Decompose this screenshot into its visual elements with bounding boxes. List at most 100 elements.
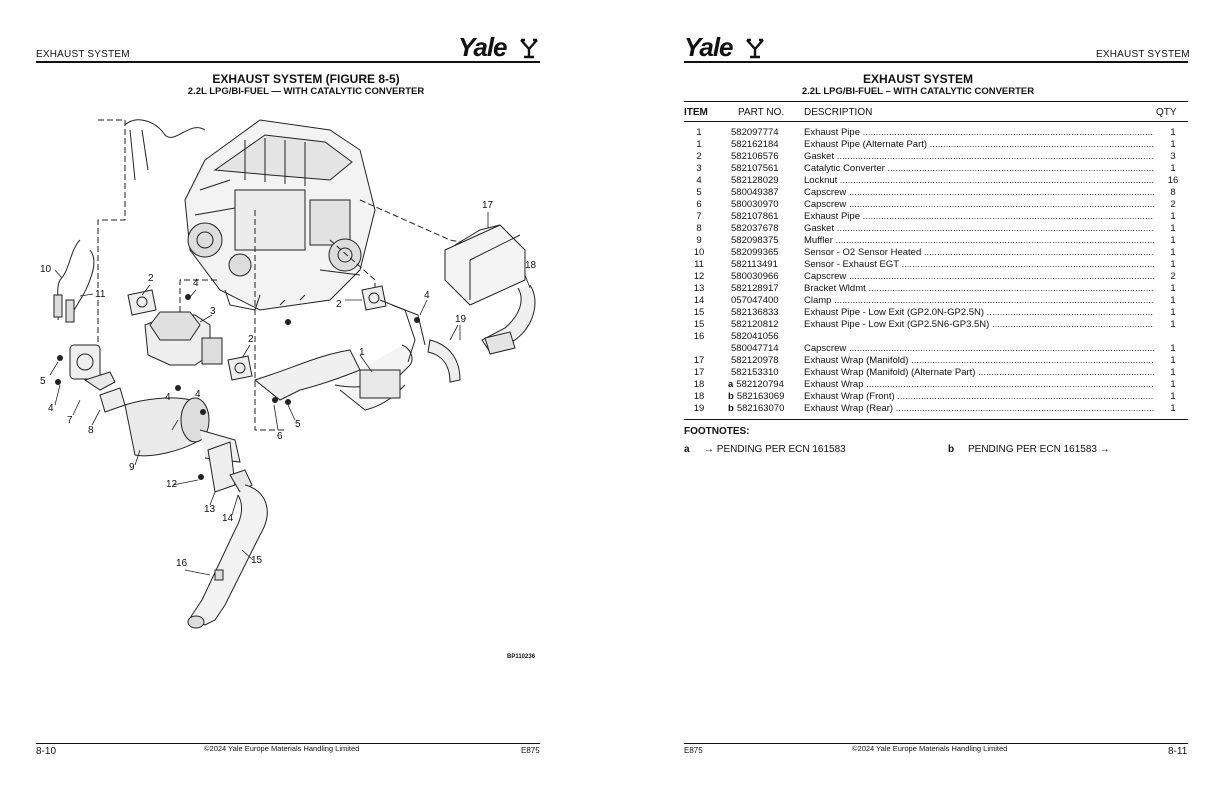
item-number: 16 — [693, 331, 705, 342]
part-number-cell: 582113491 — [728, 259, 808, 270]
quantity: 1 — [1170, 355, 1176, 366]
description: Exhaust Pipe - Low Exit (GP2.5N6-GP3.5N) — [804, 319, 1154, 330]
part-number: 582120978 — [731, 355, 779, 366]
quantity: 1 — [1170, 223, 1176, 234]
part-number: 580030966 — [731, 271, 779, 282]
part-number: 582098375 — [731, 235, 779, 246]
part-number-cell: 582120812 — [728, 319, 808, 330]
part-number-cell: 580030970 — [728, 199, 808, 210]
description: Exhaust Wrap (Manifold) — [804, 355, 1154, 366]
part-number: 582136833 — [731, 307, 779, 318]
parts-list-title: EXHAUST SYSTEM — [862, 72, 973, 86]
table-bottom-rule — [684, 419, 1188, 420]
part-number: 582041056 — [731, 331, 779, 342]
description: Sensor - Exhaust EGT — [804, 259, 1154, 270]
right-model: E875 — [684, 746, 703, 755]
description: Locknut — [804, 175, 1154, 186]
callout-4: 4 — [48, 403, 54, 414]
item-number: 6 — [696, 199, 702, 210]
callout-16: 16 — [176, 558, 188, 569]
item-number: 13 — [693, 283, 705, 294]
table-row: 8582037678Gasket1 — [684, 223, 1192, 235]
callout-17: 17 — [482, 200, 494, 211]
part-number-cell: 582128029 — [728, 175, 808, 186]
quantity: 1 — [1170, 247, 1176, 258]
item-number: 12 — [693, 271, 705, 282]
quantity: 1 — [1170, 379, 1176, 390]
callout-10: 10 — [40, 264, 52, 275]
footnote-flag: b — [728, 403, 734, 414]
part-number: 582128917 — [731, 283, 779, 294]
description: Clamp — [804, 295, 1154, 306]
description: Capscrew — [804, 343, 1154, 354]
left-page-number: 8-10 — [36, 746, 57, 757]
callout-14: 14 — [222, 513, 234, 524]
callout-15: 15 — [251, 555, 263, 566]
table-row: 12 580030966 Capscrew 2 — [684, 271, 1192, 283]
callout-19: 19 — [455, 314, 467, 325]
footnotes-label: FOOTNOTES: — [684, 426, 750, 437]
part-number: 582163069 — [736, 391, 785, 402]
quantity: 1 — [1170, 139, 1176, 150]
left-footer-rule — [36, 743, 540, 744]
description: Muffler — [804, 235, 1154, 246]
quantity: 1 — [1170, 391, 1176, 402]
left-header-label: EXHAUST SYSTEM — [36, 49, 130, 60]
footnote-flag: a — [728, 379, 734, 390]
callout-5: 5 — [40, 376, 46, 387]
table-row: 15 582120812 Exhaust Pipe - Low Exit (GP2.… — [684, 319, 1192, 331]
left-figure-subtitle: 2.2L LPG/BI-FUEL — WITH CATALYTIC CONVER… — [187, 86, 425, 97]
part-number: 582128029 — [731, 175, 779, 186]
description: Capscrew — [804, 199, 1154, 210]
callout-1: 1 — [359, 347, 365, 358]
part-number: 582113491 — [731, 259, 778, 270]
part-number-cell: 582162184 — [728, 139, 808, 150]
item-number: 4 — [696, 175, 702, 186]
col-header-qty: QTY — [1156, 107, 1177, 118]
yale-fork-icon — [520, 38, 538, 59]
description: Gasket — [804, 223, 1154, 234]
quantity: 1 — [1170, 127, 1176, 138]
quantity: 8 — [1170, 187, 1176, 198]
quantity: 2 — [1170, 271, 1176, 282]
part-number-cell: 580049387 — [728, 187, 808, 198]
callout-4: 4 — [193, 278, 199, 289]
item-number: 9 — [696, 235, 702, 246]
part-number-cell: 582099365 — [728, 247, 808, 258]
item-number: 15 — [693, 319, 705, 330]
figure-id: BP110236 — [507, 654, 536, 660]
part-number: 582099365 — [731, 247, 779, 258]
footnote-a-letter: a — [684, 444, 690, 455]
part-number: 582120812 — [731, 319, 779, 330]
right-footer-rule — [684, 743, 1188, 744]
description: Exhaust Pipe — [804, 211, 1154, 222]
part-number: 582163070 — [736, 403, 785, 414]
description: Exhaust Pipe - Low Exit (GP2.0N-GP2.5N) — [804, 307, 1154, 318]
item-number: 5 — [696, 187, 702, 198]
engine-illustration — [124, 119, 376, 311]
callout-2: 2 — [248, 334, 254, 345]
left-page: EXHAUST SYSTEM Yale EXHAUST SYSTEM (FIGU… — [36, 32, 540, 757]
parts-list-subtitle: 2.2L LPG/BI-FUEL – WITH CATALYTIC CONVER… — [801, 86, 1035, 97]
quantity: 1 — [1170, 235, 1176, 246]
part-number: 582153310 — [731, 367, 779, 378]
description: Capscrew — [804, 271, 1154, 282]
item-number: 18 — [693, 391, 705, 402]
item-number: 10 — [693, 247, 705, 258]
quantity: 16 — [1167, 175, 1179, 186]
part-number: 582037678 — [731, 223, 779, 234]
table-row: 9 582098375 Muffler 1 — [684, 235, 1192, 247]
callout-4: 4 — [195, 389, 201, 400]
callout-2: 2 — [336, 299, 342, 310]
part-number-cell: 582153310 — [728, 367, 808, 378]
table-row: 16 582041056 — [684, 331, 1192, 343]
right-page-number: 8-11 — [1168, 746, 1188, 757]
